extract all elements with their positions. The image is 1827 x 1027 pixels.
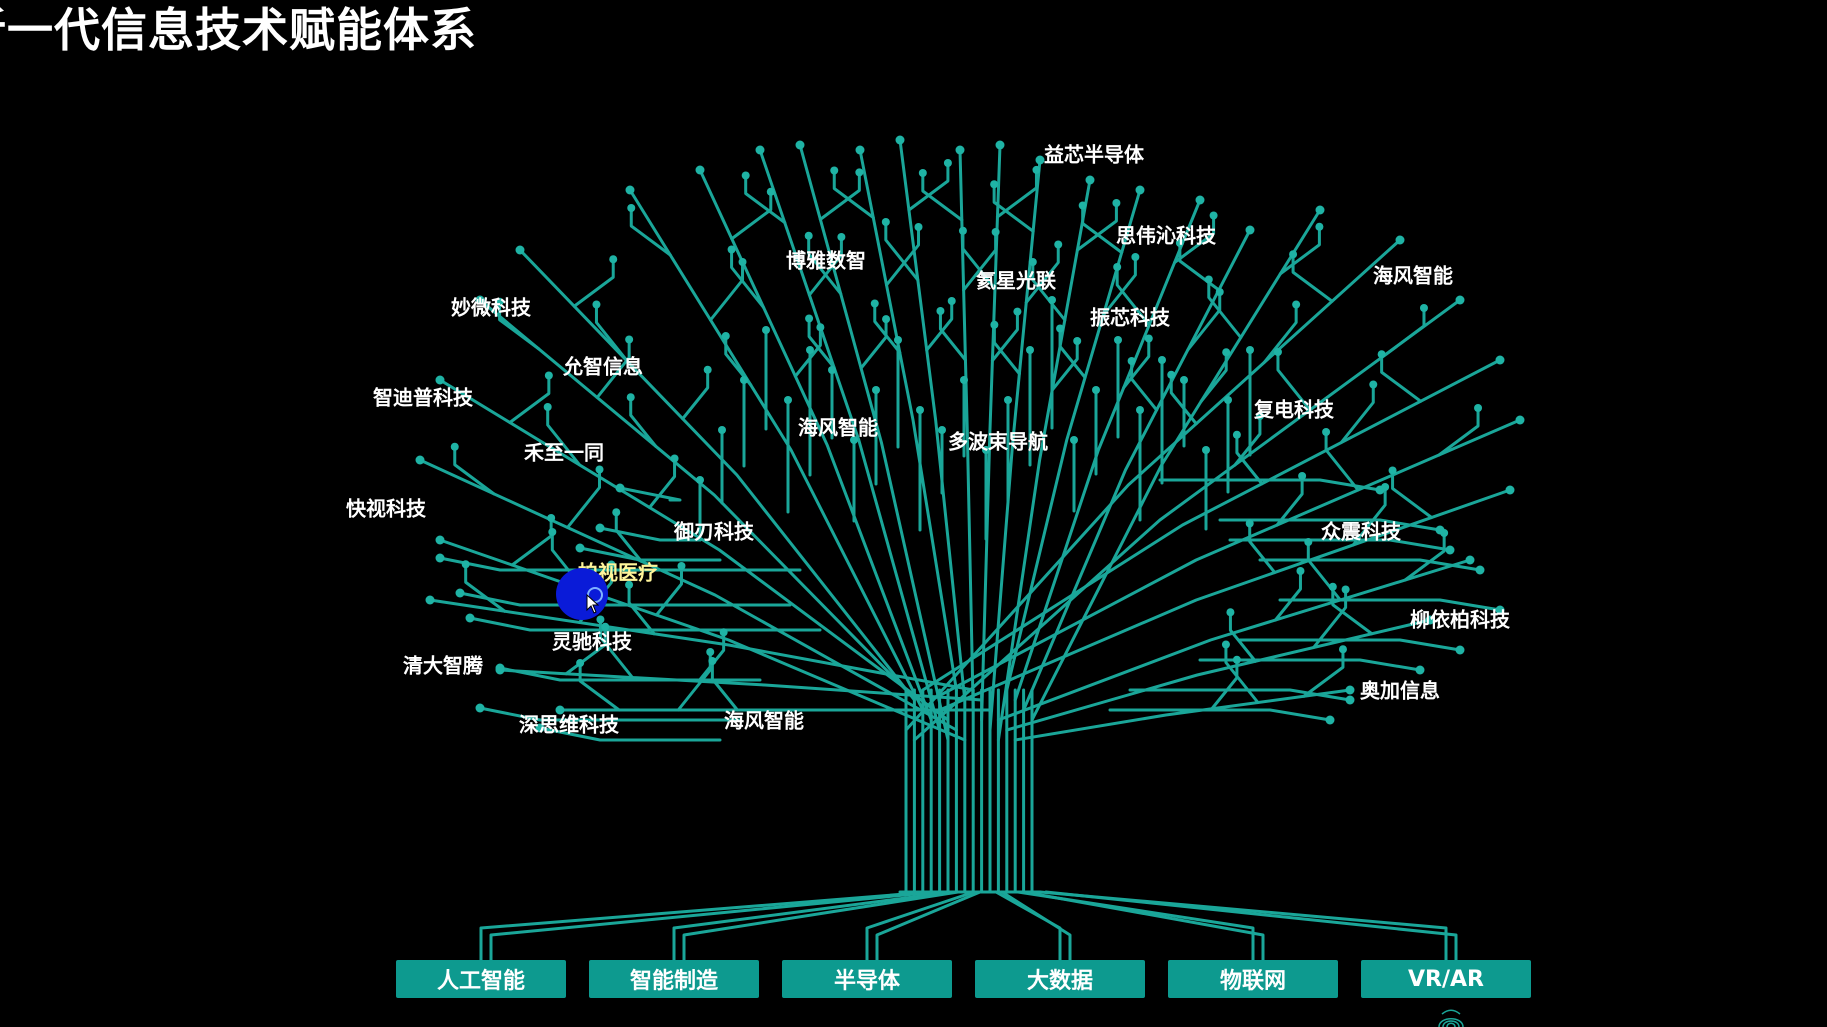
company-label-18: 灵驰科技 <box>552 629 632 654</box>
tech-button-big-data[interactable]: 大数据 <box>975 960 1145 998</box>
company-label-21: 深思维科技 <box>519 712 619 737</box>
tech-button-semiconductor[interactable]: 半导体 <box>782 960 952 998</box>
company-label-5: 振芯科技 <box>1090 305 1170 330</box>
company-label-3: 氦星光联 <box>976 268 1056 293</box>
company-label-19: 清大智腾 <box>403 653 483 678</box>
tech-button-ai[interactable]: 人工智能 <box>396 960 566 998</box>
company-label-2: 博雅数智 <box>786 248 866 273</box>
company-label-13: 快视科技 <box>346 496 426 521</box>
company-label-20: 奥加信息 <box>1360 678 1440 703</box>
company-label-9: 复电科技 <box>1254 397 1334 422</box>
company-label-6: 妙微科技 <box>451 295 531 320</box>
company-label-12: 禾至一同 <box>524 440 604 465</box>
company-label-10: 海风智能 <box>798 415 878 440</box>
company-label-8: 智迪普科技 <box>373 385 473 410</box>
company-label-14: 御刃科技 <box>674 519 754 544</box>
fingerprint-icon <box>1438 1009 1464 1027</box>
company-label-1: 思伟沁科技 <box>1116 223 1216 248</box>
tech-button-iot[interactable]: 物联网 <box>1168 960 1338 998</box>
company-label-7: 允智信息 <box>563 354 643 379</box>
cursor-highlight <box>556 568 608 620</box>
company-label-17: 柳依柏科技 <box>1410 607 1510 632</box>
company-label-4: 海风智能 <box>1373 263 1453 288</box>
tech-button-vr-ar[interactable]: VR/AR <box>1361 960 1531 998</box>
tech-button-smart-manufacturing[interactable]: 智能制造 <box>589 960 759 998</box>
company-label-22: 海风智能 <box>724 708 804 733</box>
mouse-pointer-icon <box>586 594 600 614</box>
company-label-11: 多波束导航 <box>948 429 1048 454</box>
company-label-0: 益芯半导体 <box>1044 142 1144 167</box>
page-title: 新一代信息技术赋能体系 <box>0 3 477 57</box>
company-label-15: 众震科技 <box>1321 519 1401 544</box>
